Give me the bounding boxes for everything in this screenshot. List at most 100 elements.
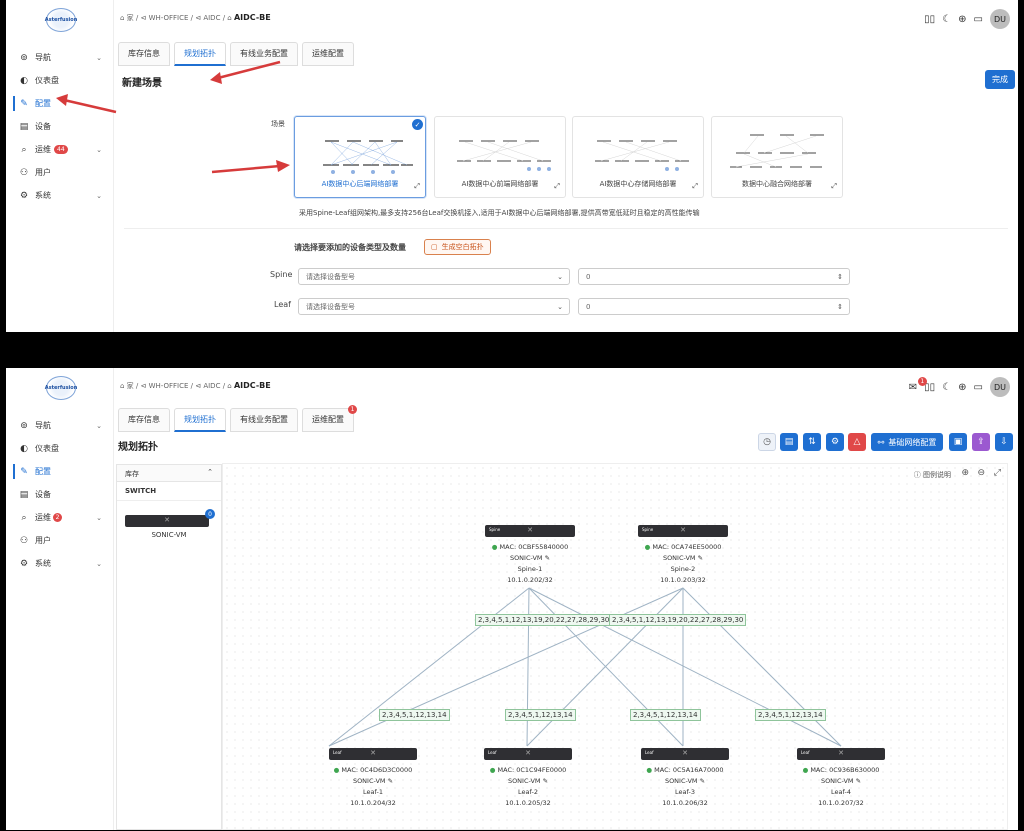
zoom-in-icon[interactable]: ⊕ (961, 468, 969, 478)
upload-icon[interactable]: ⇪ (972, 433, 990, 451)
breadcrumb-home[interactable]: ⌂ 家 (120, 14, 134, 22)
generate-blank-topology-button[interactable]: ▢生成空白拓扑 (424, 239, 491, 255)
stepper-icon[interactable]: ⇕ (837, 302, 843, 311)
leaf-count-input[interactable]: 0⇕ (578, 298, 850, 315)
spine-2-port-label[interactable]: 2,3,4,5,1,12,13,19,20,22,27,28,29,30 (609, 614, 747, 626)
spine-model-select[interactable]: 请选择设备型号⌄ (298, 268, 570, 285)
sidebar-item-users[interactable]: ⚇用户 (19, 535, 51, 546)
edit-icon[interactable]: ✎ (855, 777, 862, 785)
scene-card-ai-frontend[interactable]: AI数据中心前端网络部署 ⤢ (434, 116, 566, 198)
expand-icon[interactable]: ⤢ (692, 182, 698, 190)
ops-badge: 2 (53, 513, 62, 522)
edit-icon[interactable]: ✎ (544, 554, 551, 562)
leaf-3-device-icon[interactable]: Leaf (641, 748, 729, 760)
breadcrumb-home[interactable]: ⌂ 家 (120, 382, 134, 390)
leaf-3-port-label[interactable]: 2,3,4,5,1,12,13,14 (630, 709, 701, 721)
book-icon[interactable]: ▭ (973, 381, 983, 393)
leaf-model-select[interactable]: 请选择设备型号⌄ (298, 298, 570, 315)
spine-count-input[interactable]: 0⇕ (578, 268, 850, 285)
legend-button[interactable]: ⓘ 图例说明 (913, 471, 951, 479)
expand-icon[interactable]: ⤢ (831, 182, 837, 190)
leaf-4-port-label[interactable]: 2,3,4,5,1,12,13,14 (755, 709, 826, 721)
status-dot: ● (333, 766, 340, 774)
leaf-1-device-icon[interactable]: Leaf (329, 748, 417, 760)
zoom-out-icon[interactable]: ⊖ (977, 468, 985, 478)
book-icon[interactable]: ▭ (973, 13, 983, 25)
edit-icon[interactable]: ✎ (542, 777, 549, 785)
settings-icon[interactable]: ⚙ (826, 433, 844, 451)
inventory-header[interactable]: 库存⌃ (117, 465, 221, 482)
sidebar-item-users[interactable]: ⚇用户 (19, 167, 51, 178)
tab-topology[interactable]: 规划拓扑 (174, 42, 226, 66)
tab-ops-config[interactable]: 运维配置 (302, 42, 354, 66)
tab-wired-config[interactable]: 有线业务配置 (230, 408, 298, 432)
stepper-icon[interactable]: ⇕ (837, 272, 843, 281)
globe-icon[interactable]: ⊕ (958, 381, 967, 393)
sidebar-item-navigation[interactable]: ⊚导航⌄ (6, 46, 114, 69)
edit-icon[interactable]: ✎ (387, 777, 394, 785)
leaf-2-port-label[interactable]: 2,3,4,5,1,12,13,14 (505, 709, 576, 721)
moon-icon[interactable]: ☾ (942, 13, 952, 25)
save-layout-icon[interactable]: ▤ (780, 433, 798, 451)
chevron-up-icon[interactable]: ⌃ (207, 468, 213, 476)
breadcrumb-aidc[interactable]: ⊲ AIDC (195, 382, 221, 390)
topology-canvas[interactable]: ⓘ 图例说明 ⊕ ⊖ ⤢ Spine ● MAC: 0CBF55840000 S… (222, 463, 1008, 830)
edit-icon[interactable]: ✎ (697, 554, 704, 562)
tab-topology[interactable]: 规划拓扑 (174, 408, 226, 432)
annotation-arrow-sidebar (56, 94, 117, 114)
history-icon[interactable]: ◷ (758, 433, 776, 451)
fullscreen-icon[interactable]: ⤢ (993, 468, 1001, 478)
leaf-1-info: ● MAC: 0C4D6D3C0000 SONIC-VM ✎ Leaf-1 10… (333, 766, 413, 807)
avatar[interactable]: DU (990, 377, 1010, 397)
avatar[interactable]: DU (990, 9, 1010, 29)
inventory-count-badge: 0 (205, 509, 215, 519)
sidebar-item-dashboard[interactable]: ◐仪表盘 (6, 69, 114, 92)
tab-inventory[interactable]: 库存信息 (118, 42, 170, 66)
breadcrumb-aidc[interactable]: ⊲ AIDC (195, 14, 221, 22)
leaf-1-port-label[interactable]: 2,3,4,5,1,12,13,14 (379, 709, 450, 721)
scene-card-ai-backend[interactable]: ✓ AI数据中心后端网络部署 ⤢ (294, 116, 426, 198)
spine-1-port-label[interactable]: 2,3,4,5,1,12,13,19,20,22,27,28,29,30 (475, 614, 613, 626)
globe-icon[interactable]: ⊕ (958, 13, 967, 25)
expand-icon[interactable]: ⤢ (554, 182, 560, 190)
map-icon[interactable]: ▯▯ (924, 381, 936, 393)
warning-icon[interactable]: △ (848, 433, 866, 451)
sidebar-item-system[interactable]: ⚙系统⌄ (19, 558, 102, 569)
leaf-4-device-icon[interactable]: Leaf (797, 748, 885, 760)
sidebar-item-config[interactable]: ✎配置 (6, 92, 114, 115)
breadcrumb-wh-office[interactable]: ⊲ WH-OFFICE (140, 382, 189, 390)
spine-1-device-icon[interactable]: Spine (485, 525, 575, 537)
compass-icon: ⊚ (20, 420, 28, 431)
sidebar-item-dashboard[interactable]: ◐仪表盘 (6, 437, 114, 460)
mail-icon[interactable]: ✉1 (909, 376, 927, 393)
leaf-2-device-icon[interactable]: Leaf (484, 748, 572, 760)
breadcrumb-wh-office[interactable]: ⊲ WH-OFFICE (140, 14, 189, 22)
sidebar-item-system[interactable]: ⚙系统⌄ (19, 190, 102, 201)
scene-card-dc-converged[interactable]: 数据中心融合网络部署 ⤢ (711, 116, 843, 198)
tab-bar: 库存信息 规划拓扑 有线业务配置 运维配置 (118, 42, 354, 66)
sidebar-item-devices[interactable]: ▤设备 (19, 121, 51, 132)
expand-icon[interactable]: ⤢ (414, 182, 420, 190)
moon-icon[interactable]: ☾ (942, 381, 952, 393)
search-icon: ⌕ (21, 512, 27, 523)
done-button[interactable]: 完成 (985, 70, 1015, 89)
sidebar-item-navigation[interactable]: ⊚导航⌄ (6, 414, 114, 437)
inventory-item[interactable]: 0 SONIC-VM (117, 501, 221, 541)
sidebar-item-devices[interactable]: ▤设备 (19, 489, 51, 500)
save-icon[interactable]: ▣ (949, 433, 967, 451)
switch-device-icon[interactable] (125, 515, 209, 527)
scene-card-ai-storage[interactable]: AI数据中心存储网络部署 ⤢ (572, 116, 704, 198)
annotation-arrow-tab (210, 60, 281, 84)
swap-icon[interactable]: ⇅ (803, 433, 821, 451)
spine-2-device-icon[interactable]: Spine (638, 525, 728, 537)
download-icon[interactable]: ⇩ (995, 433, 1013, 451)
edit-icon[interactable]: ✎ (699, 777, 706, 785)
map-icon[interactable]: ▯▯ (924, 13, 936, 25)
tab-inventory[interactable]: 库存信息 (118, 408, 170, 432)
base-network-config-button[interactable]: ⚯基础网络配置 (871, 433, 943, 451)
sidebar-item-config[interactable]: ✎配置 (6, 460, 114, 483)
tab-wired-config[interactable]: 有线业务配置 (230, 42, 298, 66)
